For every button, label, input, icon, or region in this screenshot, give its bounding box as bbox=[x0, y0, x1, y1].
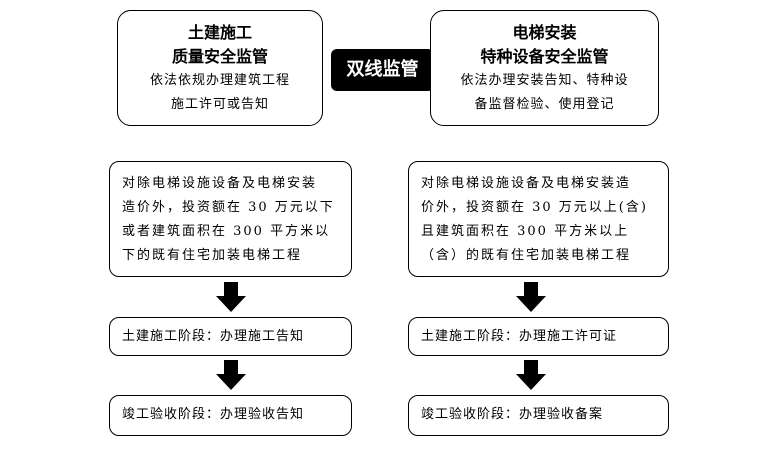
right-step-acceptance: 竣工验收阶段：办理验收备案 bbox=[408, 395, 669, 436]
scope-line: 下的既有住宅加装电梯工程 bbox=[122, 248, 303, 263]
right-step-construction: 土建施工阶段：办理施工许可证 bbox=[408, 317, 669, 356]
scope-line: 对除电梯设施设备及电梯安装造 bbox=[421, 176, 632, 191]
civil-desc-1: 依法依规办理建筑工程 bbox=[149, 73, 290, 88]
civil-title-1: 土建施工 bbox=[187, 23, 252, 42]
left-step-construction: 土建施工阶段：办理施工告知 bbox=[109, 317, 352, 356]
elevator-title-2: 特种设备安全监管 bbox=[480, 47, 609, 66]
elevator-desc-1: 依法办理安装告知、特种设 bbox=[460, 73, 629, 88]
down-arrow-icon bbox=[516, 360, 546, 390]
scope-line: 造价外，投资额在 30 万元以下 bbox=[122, 200, 335, 215]
scope-line: （含）的既有住宅加装电梯工程 bbox=[421, 248, 632, 263]
dual-supervision-label: 双线监管 bbox=[331, 49, 434, 91]
elevator-desc-2: 备监督检验、使用登记 bbox=[474, 97, 615, 112]
civil-desc-2: 施工许可或告知 bbox=[170, 97, 269, 112]
down-arrow-icon bbox=[216, 282, 246, 312]
elevator-supervision-box: 电梯安装 特种设备安全监管 依法办理安装告知、特种设 备监督检验、使用登记 bbox=[430, 10, 659, 126]
right-scope-box: 对除电梯设施设备及电梯安装造 价外，投资额在 30 万元以上(含) 且建筑面积在… bbox=[408, 161, 669, 277]
left-scope-box: 对除电梯设施设备及电梯安装 造价外，投资额在 30 万元以下 或者建筑面积在 3… bbox=[109, 161, 352, 277]
scope-line: 价外，投资额在 30 万元以上(含) bbox=[421, 200, 648, 215]
civil-supervision-box: 土建施工 质量安全监管 依法依规办理建筑工程 施工许可或告知 bbox=[117, 10, 323, 126]
scope-line: 且建筑面积在 300 平方米以上 bbox=[421, 224, 630, 239]
scope-line: 或者建筑面积在 300 平方米以 bbox=[122, 224, 331, 239]
left-step-acceptance: 竣工验收阶段：办理验收告知 bbox=[109, 395, 352, 436]
down-arrow-icon bbox=[216, 360, 246, 390]
elevator-title-1: 电梯安装 bbox=[512, 23, 577, 42]
scope-line: 对除电梯设施设备及电梯安装 bbox=[122, 176, 318, 191]
down-arrow-icon bbox=[516, 282, 546, 312]
civil-title-2: 质量安全监管 bbox=[171, 47, 268, 66]
